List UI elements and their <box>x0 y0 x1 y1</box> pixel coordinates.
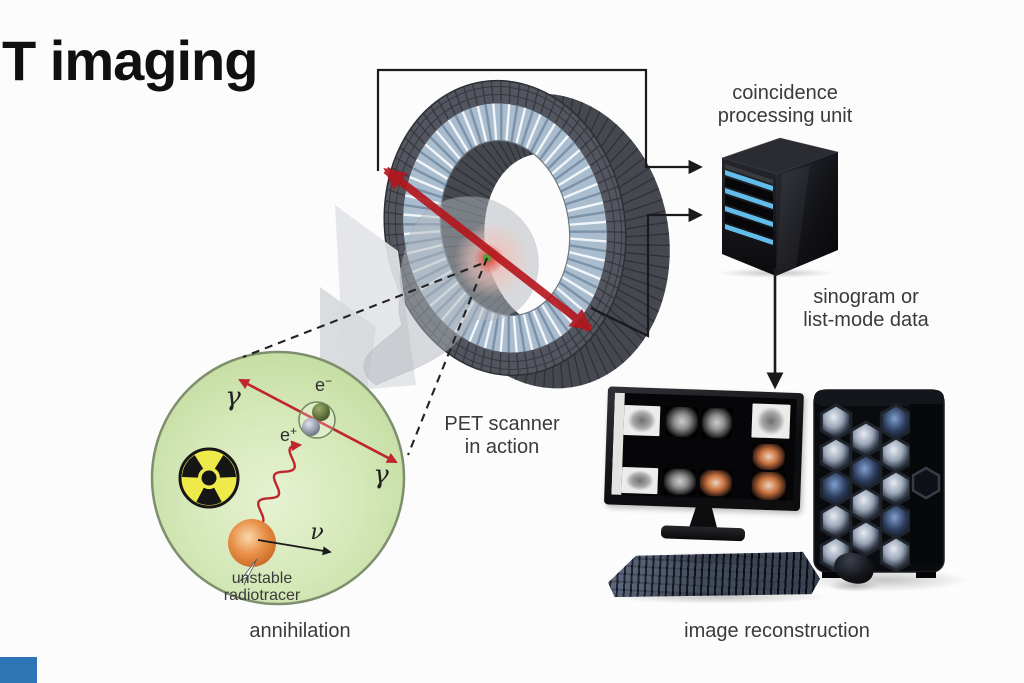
monitor-stand <box>689 506 718 528</box>
coincidence-label: coincidence processing unit <box>717 82 853 127</box>
brain-scan-thumbnail <box>621 466 659 495</box>
electron-sphere <box>312 403 330 421</box>
inset-gamma-arrow <box>238 378 398 464</box>
positron-path <box>252 440 303 527</box>
brain-scan-thumbnail <box>699 469 733 497</box>
brain-scan-thumbnail <box>752 443 786 471</box>
workstation-keyboard <box>608 551 820 598</box>
radiotracer-label-line1: unstable <box>232 570 293 587</box>
brain-scan-thumbnail <box>751 403 791 439</box>
workstation-monitor <box>602 386 818 565</box>
mouse-shadow <box>828 580 880 592</box>
neutrino-arrow <box>257 539 332 556</box>
reconstruction-tower-icon <box>813 389 945 578</box>
radiation-trefoil-icon <box>178 447 240 509</box>
brain-scan-thumbnail <box>663 468 697 496</box>
tower-center-hexagon <box>911 466 941 500</box>
tower-shadow <box>800 568 970 592</box>
positron-label: e+ <box>280 424 297 445</box>
keyboard-shadow <box>608 590 828 604</box>
monitor-bezel <box>603 386 804 512</box>
radiotracer-sphere <box>228 519 276 567</box>
mouse-pointer-icon <box>239 558 258 586</box>
brain-scan-thumbnail <box>665 406 699 438</box>
gamma-ray-arrow <box>383 166 593 333</box>
sinogram-label: sinogram or list-mode data <box>803 286 929 331</box>
positron-sphere <box>302 418 320 436</box>
radiotracer-label-line2: radiotracer <box>224 587 301 604</box>
annihilation-inset: γ γ e− e+ ν unstable radiotracer <box>150 350 406 606</box>
gamma-upper-label: γ <box>225 382 241 412</box>
page-title: T imaging <box>2 29 258 92</box>
coincidence-server-icon <box>721 137 840 276</box>
corner-accent-bar <box>0 657 37 683</box>
electron-label: e− <box>315 374 332 395</box>
server-shadow <box>716 268 836 278</box>
monitor-screen <box>611 392 797 501</box>
brain-scan-thumbnail <box>751 471 787 501</box>
annihilation-label: annihilation <box>249 620 351 642</box>
monitor-shadow <box>640 552 780 564</box>
tower-hex-mesh <box>819 403 913 573</box>
neutrino-label: ν <box>310 520 323 545</box>
gamma-lower-label: γ <box>373 460 389 490</box>
monitor-base <box>660 525 746 542</box>
pet-scanner-label: PET scanner in action <box>444 413 560 458</box>
image-reconstruction-label: image reconstruction <box>684 620 870 642</box>
brain-scan-thumbnail <box>701 407 733 439</box>
server-led-strips <box>725 164 773 245</box>
brain-scan-thumbnail <box>623 404 661 437</box>
